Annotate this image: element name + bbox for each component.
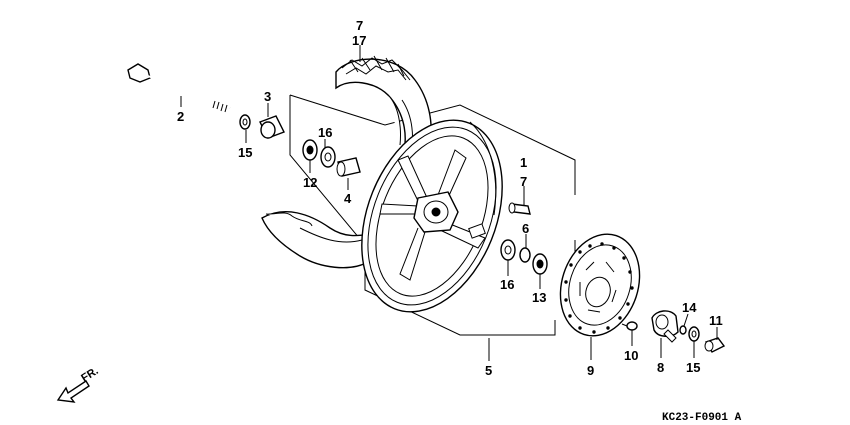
callout-6: 6 (522, 221, 529, 236)
callout-16-right: 16 (500, 277, 514, 292)
distance-collar (336, 157, 361, 177)
brake-disc (559, 233, 641, 337)
axle-bolt (127, 63, 231, 113)
callout-13: 13 (532, 290, 546, 305)
collar-6 (519, 247, 531, 263)
dust-seal-right (532, 253, 548, 275)
bearing-left (320, 146, 336, 168)
bearing-right (500, 239, 516, 261)
callout-2: 2 (177, 109, 184, 124)
callout-1: 1 (520, 155, 527, 170)
callout-14: 14 (682, 300, 697, 315)
disc-vent-holes (564, 242, 634, 334)
callout-7-right: 7 (520, 174, 527, 189)
washer-right (688, 326, 700, 342)
dust-seal-left (302, 139, 318, 161)
wheel-hub (413, 191, 486, 239)
speedometer-gearbox (651, 310, 679, 343)
callout-7-top: 7 (356, 18, 363, 33)
callout-16-left: 16 (318, 125, 332, 140)
callout-15-left: 15 (238, 145, 252, 160)
callout-8: 8 (657, 360, 664, 375)
callout-17: 17 (352, 33, 366, 48)
tire-lower (261, 211, 373, 269)
leader-lines (180, 45, 718, 361)
callouts: 7 17 3 2 16 15 12 4 1 7 6 16 13 5 9 10 8… (177, 18, 723, 378)
axle-thread (212, 100, 228, 113)
diagram-code: KC23-F0901 A (662, 412, 742, 424)
tire-tread (341, 55, 411, 81)
disc-bolt (621, 321, 638, 331)
axle-nut (704, 337, 726, 353)
retainer (679, 325, 687, 335)
callout-11: 11 (709, 313, 723, 328)
callout-15-right: 15 (686, 360, 700, 375)
bolt-7 (508, 202, 531, 215)
front-direction-arrow: FR. (56, 365, 101, 403)
callout-3: 3 (264, 89, 271, 104)
callout-4: 4 (344, 191, 352, 206)
callout-9: 9 (587, 363, 594, 378)
callout-12: 12 (303, 175, 317, 190)
spacer-collar (259, 115, 285, 139)
callout-5: 5 (485, 363, 492, 378)
direction-label: FR. (79, 365, 100, 385)
washer-left (239, 114, 251, 130)
wheel-rim (361, 119, 503, 313)
callout-10: 10 (624, 348, 638, 363)
